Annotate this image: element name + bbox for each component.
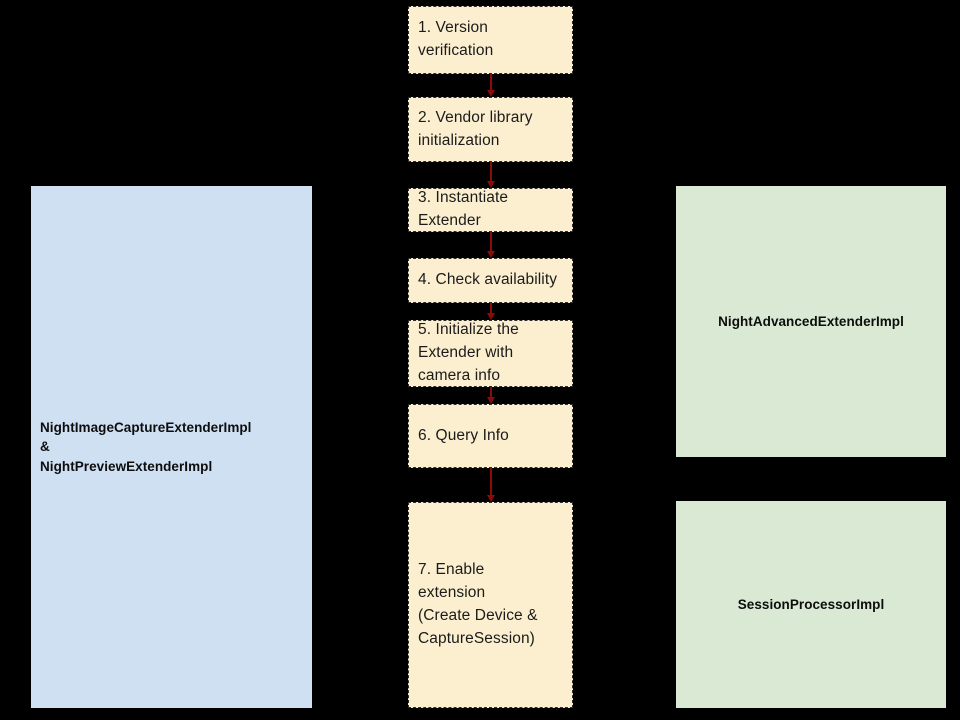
arrow-step3-to-step4 — [487, 232, 495, 258]
step-box-4-check-availability[interactable]: 4. Check availability — [408, 258, 573, 303]
arrow-shaft — [490, 387, 492, 398]
step-box-label: 2. Vendor library initialization — [418, 108, 533, 149]
step-box-label: 6. Query Info — [418, 426, 509, 444]
step-box-label: 7. Enable extension (Create Device & Cap… — [418, 561, 538, 647]
arrow-shaft — [490, 74, 492, 91]
arrow-head — [487, 181, 495, 188]
impl-box-session-processor[interactable]: SessionProcessorImpl — [676, 501, 946, 708]
arrow-step1-to-step2 — [487, 74, 495, 97]
impl-box-label: SessionProcessorImpl — [737, 596, 885, 612]
arrow-shaft — [490, 303, 492, 314]
step-box-5-initialize-extender-with-camera-info[interactable]: 5. Initialize the Extender with camera i… — [408, 320, 573, 387]
step-box-label: 5. Initialize the Extender with camera i… — [418, 321, 519, 384]
impl-box-night-image-capture-preview[interactable]: NightImageCaptureExtenderImpl & NightPre… — [31, 186, 312, 708]
impl-box-label: NightImageCaptureExtenderImpl & NightPre… — [40, 419, 252, 474]
step-box-3-instantiate-extender[interactable]: 3. Instantiate Extender — [408, 188, 573, 232]
arrow-head — [487, 313, 495, 320]
impl-box-night-advanced-extender[interactable]: NightAdvancedExtenderImpl — [676, 186, 946, 457]
arrow-step5-to-step6 — [487, 387, 495, 404]
arrow-head — [487, 495, 495, 502]
step-box-label: 3. Instantiate Extender — [418, 189, 509, 229]
arrow-head — [487, 90, 495, 97]
arrow-step6-to-step7 — [487, 468, 495, 502]
arrow-shaft — [490, 232, 492, 252]
arrow-shaft — [490, 468, 492, 496]
arrow-step4-to-step5 — [487, 303, 495, 320]
step-box-label: 1. Version verification — [418, 19, 494, 59]
arrow-shaft — [490, 162, 492, 182]
arrow-head — [487, 397, 495, 404]
arrow-head — [487, 251, 495, 258]
step-box-6-query-info[interactable]: 6. Query Info — [408, 404, 573, 468]
step-box-label: 4. Check availability — [418, 271, 558, 289]
impl-box-label: NightAdvancedExtenderImpl — [718, 313, 904, 329]
step-box-2-vendor-library-initialization[interactable]: 2. Vendor library initialization — [408, 97, 573, 162]
step-box-1-version-verification[interactable]: 1. Version verification — [408, 6, 573, 74]
arrow-step2-to-step3 — [487, 162, 495, 188]
step-box-7-enable-extension[interactable]: 7. Enable extension (Create Device & Cap… — [408, 502, 573, 708]
